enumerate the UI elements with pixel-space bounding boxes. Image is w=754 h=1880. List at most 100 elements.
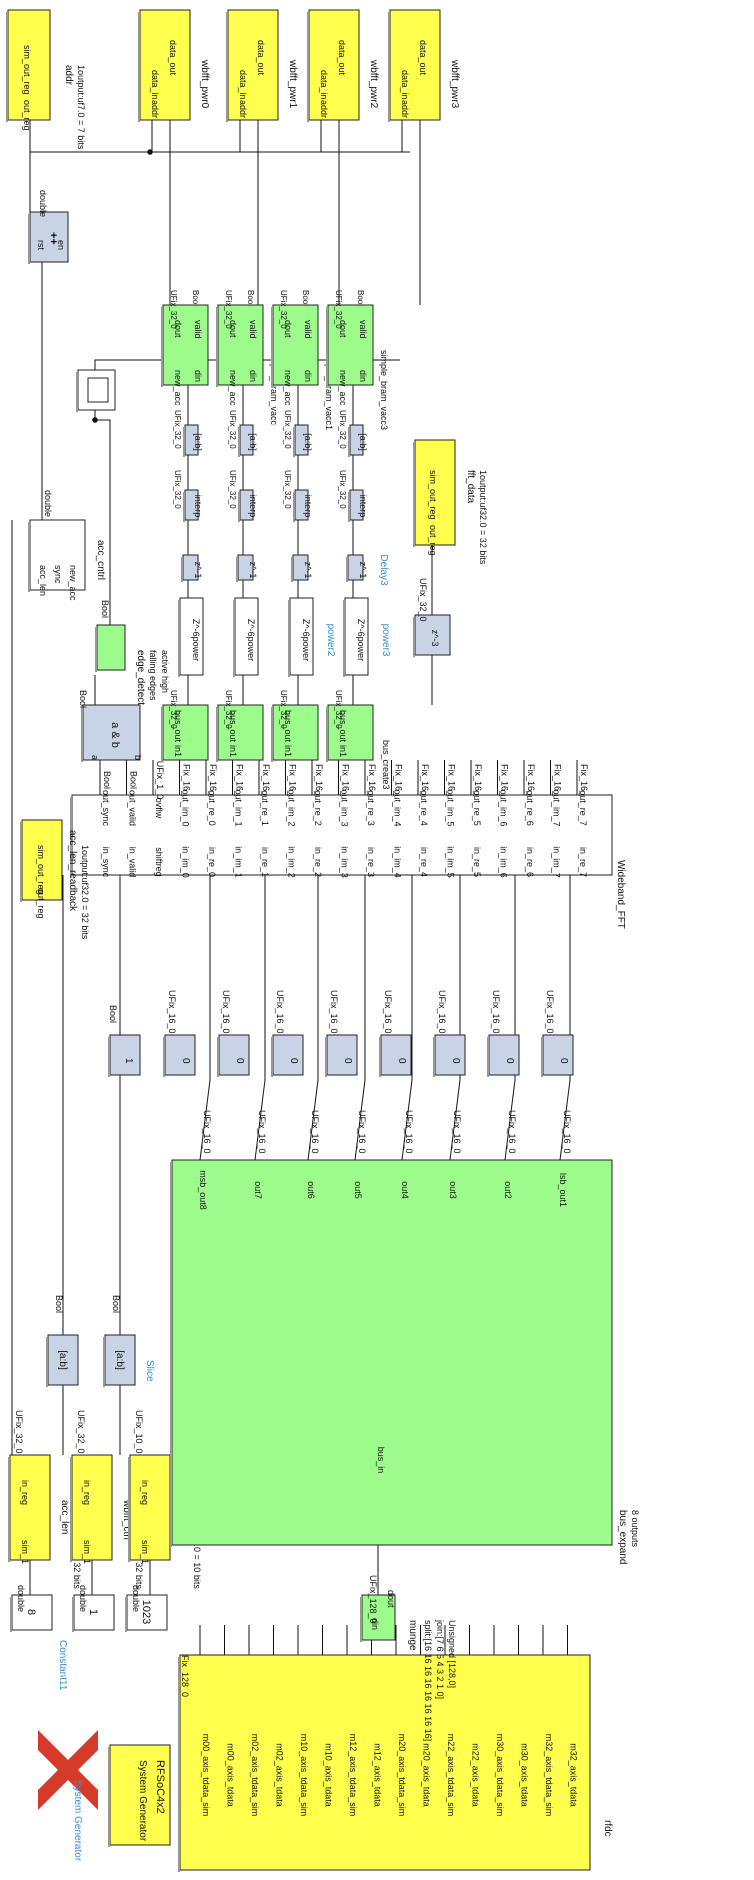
zero-const-block[interactable]: [218, 1034, 250, 1076]
signal-type: Fix_16_: [314, 764, 324, 797]
wire: [254, 875, 266, 1161]
fft-out-out_re_2: out_re_2: [313, 790, 323, 826]
vacc-port-new_acc: new_acc: [173, 370, 183, 406]
power-name: power2: [325, 624, 336, 657]
bram-port-data_out: data_out: [256, 40, 266, 76]
delay3-label: z^-3: [430, 630, 440, 647]
edge-detect-caption: active high: [160, 650, 170, 693]
vacc-port-new_acc: new_acc: [338, 370, 348, 406]
zero-const-block[interactable]: [434, 1034, 466, 1076]
block-caption: 1output:uf32.0 = 32 bits: [80, 845, 90, 940]
zero-const-block[interactable]: [542, 1034, 574, 1076]
rfdc-port-m32_axis_tdata: m32_axis_tdata: [569, 1743, 579, 1807]
bus-expand-caption: 8 outputs: [630, 1510, 640, 1548]
fft-out-ovflw: ovflw: [154, 798, 164, 819]
zero-const-block[interactable]: [488, 1034, 520, 1076]
rfdc-port-m00_axis_tdata_sim: m00_axis_tdata_sim: [201, 1734, 211, 1817]
signal-type: Bool: [301, 290, 310, 306]
slice-label: [a:b]: [114, 1350, 125, 1370]
signal-type: UFix_16_0: [383, 990, 393, 1034]
interp-label: interp: [193, 495, 203, 518]
bram-port-addr: addr: [319, 100, 329, 118]
fft-out-out_sync: out_sync: [101, 790, 111, 827]
fft-out-out_valid: out_valid: [128, 790, 138, 826]
delay-label: z^-1: [193, 562, 203, 579]
signal-type: UFix_16_0: [357, 1110, 367, 1154]
fft-out-out_im_3: out_im_3: [340, 789, 350, 826]
bus-expand-block[interactable]: [171, 1159, 613, 1546]
zero-const-block[interactable]: [380, 1034, 412, 1076]
xilinx-logo-icon: [38, 1730, 98, 1810]
signal-type: Bool: [102, 771, 112, 789]
zero-const-block[interactable]: [326, 1034, 358, 1076]
const-value: 0: [234, 1058, 245, 1064]
fft-name: Wideband_FFT: [615, 860, 626, 929]
signal-type: Bool: [191, 290, 200, 306]
fft-out-out_re_1: out_re_1: [260, 790, 270, 826]
signal-type: Fix_16_: [473, 764, 483, 797]
signal-type: UFix_16_0: [507, 1110, 517, 1154]
counter-label: ++: [47, 232, 59, 245]
fft-out-out_re_5: out_re_5: [472, 790, 482, 826]
signal-type: Fix_16_: [447, 764, 457, 797]
signal-type: UFix_16_0: [404, 1110, 414, 1154]
signal-type: UFix_32_0: [283, 470, 292, 509]
constant-value: 8: [25, 1609, 37, 1615]
signal-type: double: [38, 190, 48, 217]
edge-detect-block[interactable]: [96, 624, 126, 671]
vacc-port-valid: valid: [358, 320, 368, 339]
bus-expand-name: bus_expand: [617, 1510, 628, 1565]
block-name: acc_len: [59, 1500, 70, 1534]
wire: [95, 419, 111, 625]
port-label: in1: [228, 745, 238, 757]
delay-label: z^-1: [358, 562, 368, 579]
bram-wbfft_pwr3[interactable]: [389, 9, 441, 121]
signal-type: Fix_16_: [553, 764, 563, 797]
power-label: Z^-6power: [356, 619, 366, 661]
signal-type: UFix_128_0: [368, 1575, 378, 1624]
munge-caption: join:[7 6 5 4 3 2 1 0]: [435, 1619, 445, 1699]
bram-port-data_out: data_out: [337, 40, 347, 76]
signal-type: Fix_16_: [579, 764, 589, 797]
fft-in-in_im_2: in_im_2: [287, 846, 297, 878]
bram-port-addr: addr: [400, 100, 410, 118]
bool-const-block[interactable]: [109, 1034, 141, 1076]
signal-type: Fix_128_0: [180, 1655, 190, 1697]
zero-const-block[interactable]: [272, 1034, 304, 1076]
signal-type: UFix_16_0: [545, 990, 555, 1034]
rfdc-port-m10_axis_tdata: m10_axis_tdata: [324, 1743, 334, 1807]
zero-const-block[interactable]: [164, 1034, 196, 1076]
signal-type: Bool: [129, 771, 139, 789]
slice-ab-label: [a:b]: [358, 433, 368, 451]
bram-wbfft_pwr1[interactable]: [227, 9, 279, 121]
bram-wbfft_pwr0[interactable]: [139, 9, 191, 121]
rfdc-port-m20_axis_tdata: m20_axis_tdata: [422, 1743, 432, 1807]
bram-wbfft_pwr2[interactable]: [308, 9, 360, 121]
vacc-port-din: din: [358, 370, 368, 382]
signal-type: UFix_32_0: [173, 470, 182, 509]
signal-type: UFix_32_0: [334, 690, 343, 729]
slice-ab-label: [a:b]: [193, 433, 203, 451]
wire: [199, 875, 211, 1161]
port-label: in_reg: [20, 1480, 30, 1505]
signal-type: Bool: [111, 1295, 121, 1313]
signal-type: Bool: [100, 600, 110, 618]
fft-out-out_im_2: out_im_2: [287, 789, 297, 826]
signal-type: UFix_32_0: [279, 690, 288, 729]
acc-cntrl-port-acc_len: acc_len: [38, 565, 48, 596]
bus-create-name: bus_create3: [381, 740, 391, 790]
rfdc-port-m22_axis_tdata_sim: m22_axis_tdata_sim: [446, 1734, 456, 1817]
fft-out-out_re_6: out_re_6: [525, 790, 535, 826]
port-label: out_reg: [36, 888, 46, 919]
signal-type: UFix_10_0: [134, 1410, 144, 1454]
fft-in-in_im_7: in_im_7: [552, 846, 562, 878]
signal-type: UFix_32_0: [14, 1410, 24, 1454]
signal-type: UFix_16_0: [310, 1110, 320, 1154]
junction-dot: [147, 149, 153, 155]
vacc-port-dout: dout: [228, 320, 238, 338]
wire: [559, 875, 571, 1161]
board-name: RFSoC4x2: [154, 1760, 166, 1814]
port-label: in1: [173, 745, 183, 757]
signal-type: UFix_32_0: [283, 410, 292, 449]
munge-caption: Unsigned [128,0]: [447, 1620, 457, 1688]
